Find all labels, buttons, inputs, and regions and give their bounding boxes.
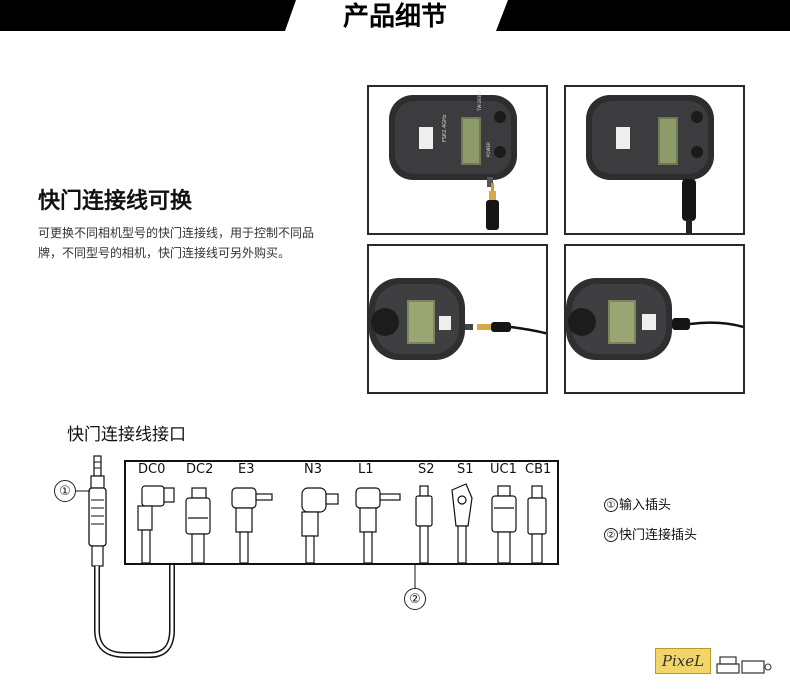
- remote-power-label: POWER: [486, 142, 491, 157]
- legend-text: 快门连接插头: [619, 528, 698, 543]
- connector-label-cb1: CB1: [525, 462, 552, 477]
- photo-remote-plug-attached: [564, 85, 745, 235]
- connector-label-s2: S2: [418, 462, 435, 477]
- legend-text: 输入插头: [619, 498, 672, 513]
- remote-model-text: TW-283RX: [477, 90, 482, 112]
- marker-leader-line: [76, 490, 90, 492]
- header-band-left: [0, 0, 296, 31]
- connector-label-dc2: DC2: [186, 462, 214, 477]
- connector-drawings: [137, 483, 547, 563]
- input-plug-cable: [88, 455, 175, 658]
- connector-dc2: [185, 487, 211, 563]
- connector-e3: [231, 487, 273, 563]
- connector-label-s1: S1: [457, 462, 474, 477]
- photo-remote-side-plug-detached: [367, 244, 548, 394]
- connector-cb1: [527, 485, 547, 563]
- connector-dc0: [137, 485, 175, 563]
- feature-description: 可更换不同相机型号的快门连接线，用于控制不同品牌，不同型号的相机，快门连接线可另…: [38, 226, 315, 260]
- diagram-title: 快门连接线接口: [67, 425, 186, 445]
- connector-n3: [301, 487, 339, 563]
- connector-label-dc0: DC0: [138, 462, 166, 477]
- header-band-right: [496, 0, 790, 31]
- connector-label-uc1: UC1: [490, 462, 517, 477]
- legend-number: ②: [604, 528, 618, 542]
- feature-title: 快门连接线可换: [38, 189, 193, 214]
- connector-uc1: [491, 485, 517, 563]
- connector-label-e3: E3: [238, 462, 255, 477]
- marker-input-plug: ①: [54, 480, 76, 502]
- marker-shutter-plug: ②: [404, 588, 426, 610]
- marker-leader-line: [414, 563, 416, 589]
- connector-s1: [451, 483, 473, 563]
- legend-number: ①: [604, 498, 618, 512]
- photo-remote-side-plug-attached: [564, 244, 745, 394]
- connector-label-n3: N3: [304, 462, 322, 477]
- remote-band-text: FSK2.4GHz: [442, 114, 448, 142]
- brand-logo: PixeL: [655, 648, 711, 674]
- brand-camera-icon: [716, 656, 772, 674]
- page-title: 产品细节: [342, 2, 447, 32]
- connector-s2: [415, 485, 433, 563]
- connector-l1: [355, 487, 401, 563]
- connector-label-l1: L1: [358, 462, 374, 477]
- photo-remote-plug-detached: FSK2.4GHz TW-283RX POWER: [367, 85, 548, 235]
